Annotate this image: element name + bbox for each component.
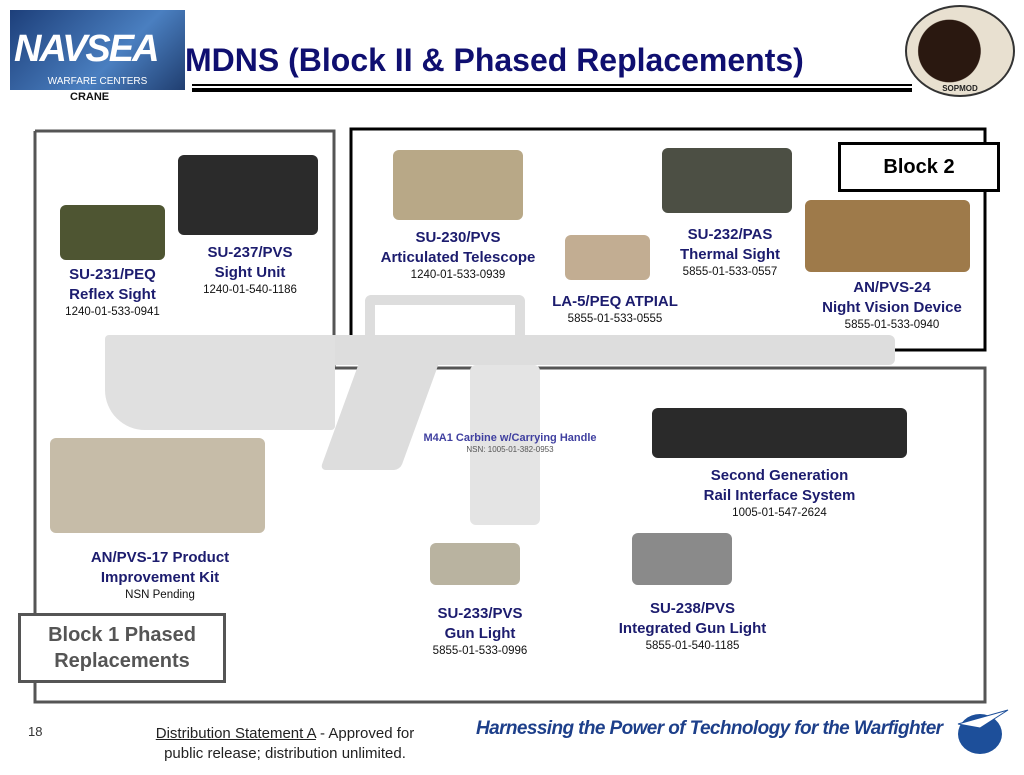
gun-light-image [430,543,520,585]
atpial-image [565,235,650,280]
navsea-logo-text: NAVSEA [14,28,160,70]
page-title: MDNS (Block II & Phased Replacements) [185,42,804,78]
sopmod-seal: SOPMOD [905,5,1015,97]
night-vision-device-image [805,200,970,272]
block1-label: Block 1 Phased Replacements [18,613,226,683]
block2-label: Block 2 [838,142,1000,192]
distribution-statement: Distribution Statement A - Approved for … [155,725,415,762]
navsea-logo-sub: WARFARE CENTERS [47,76,148,87]
sopmod-caption: SOPMOD [942,84,978,93]
articulated-telescope-image [393,150,523,220]
block1-outline [33,129,987,704]
title-underline-thick [192,88,912,92]
integrated-gun-light-image [632,533,732,585]
navsea-emblem-icon [957,709,1009,754]
title-underline [192,84,912,86]
page-number: 18 [28,724,43,739]
thermal-sight-image [662,148,792,213]
slogan: Harnessing the Power of Technology for t… [476,718,943,739]
sight-unit-image [178,155,318,235]
navsea-logo: NAVSEA WARFARE CENTERS [10,10,185,90]
carbine-label: M4A1 Carbine w/Carrying Handle NSN: 1005… [400,432,620,455]
pvs17-kit-image [50,438,265,533]
carbine-nsn: NSN: 1005-01-382-0953 [466,445,554,454]
crane-caption: CRANE [70,91,110,103]
carbine-name: M4A1 Carbine w/Carrying Handle [423,432,597,444]
rail-interface-image [652,408,907,458]
reflex-sight-image [60,205,165,260]
distribution-link[interactable]: Distribution Statement A [155,725,316,742]
